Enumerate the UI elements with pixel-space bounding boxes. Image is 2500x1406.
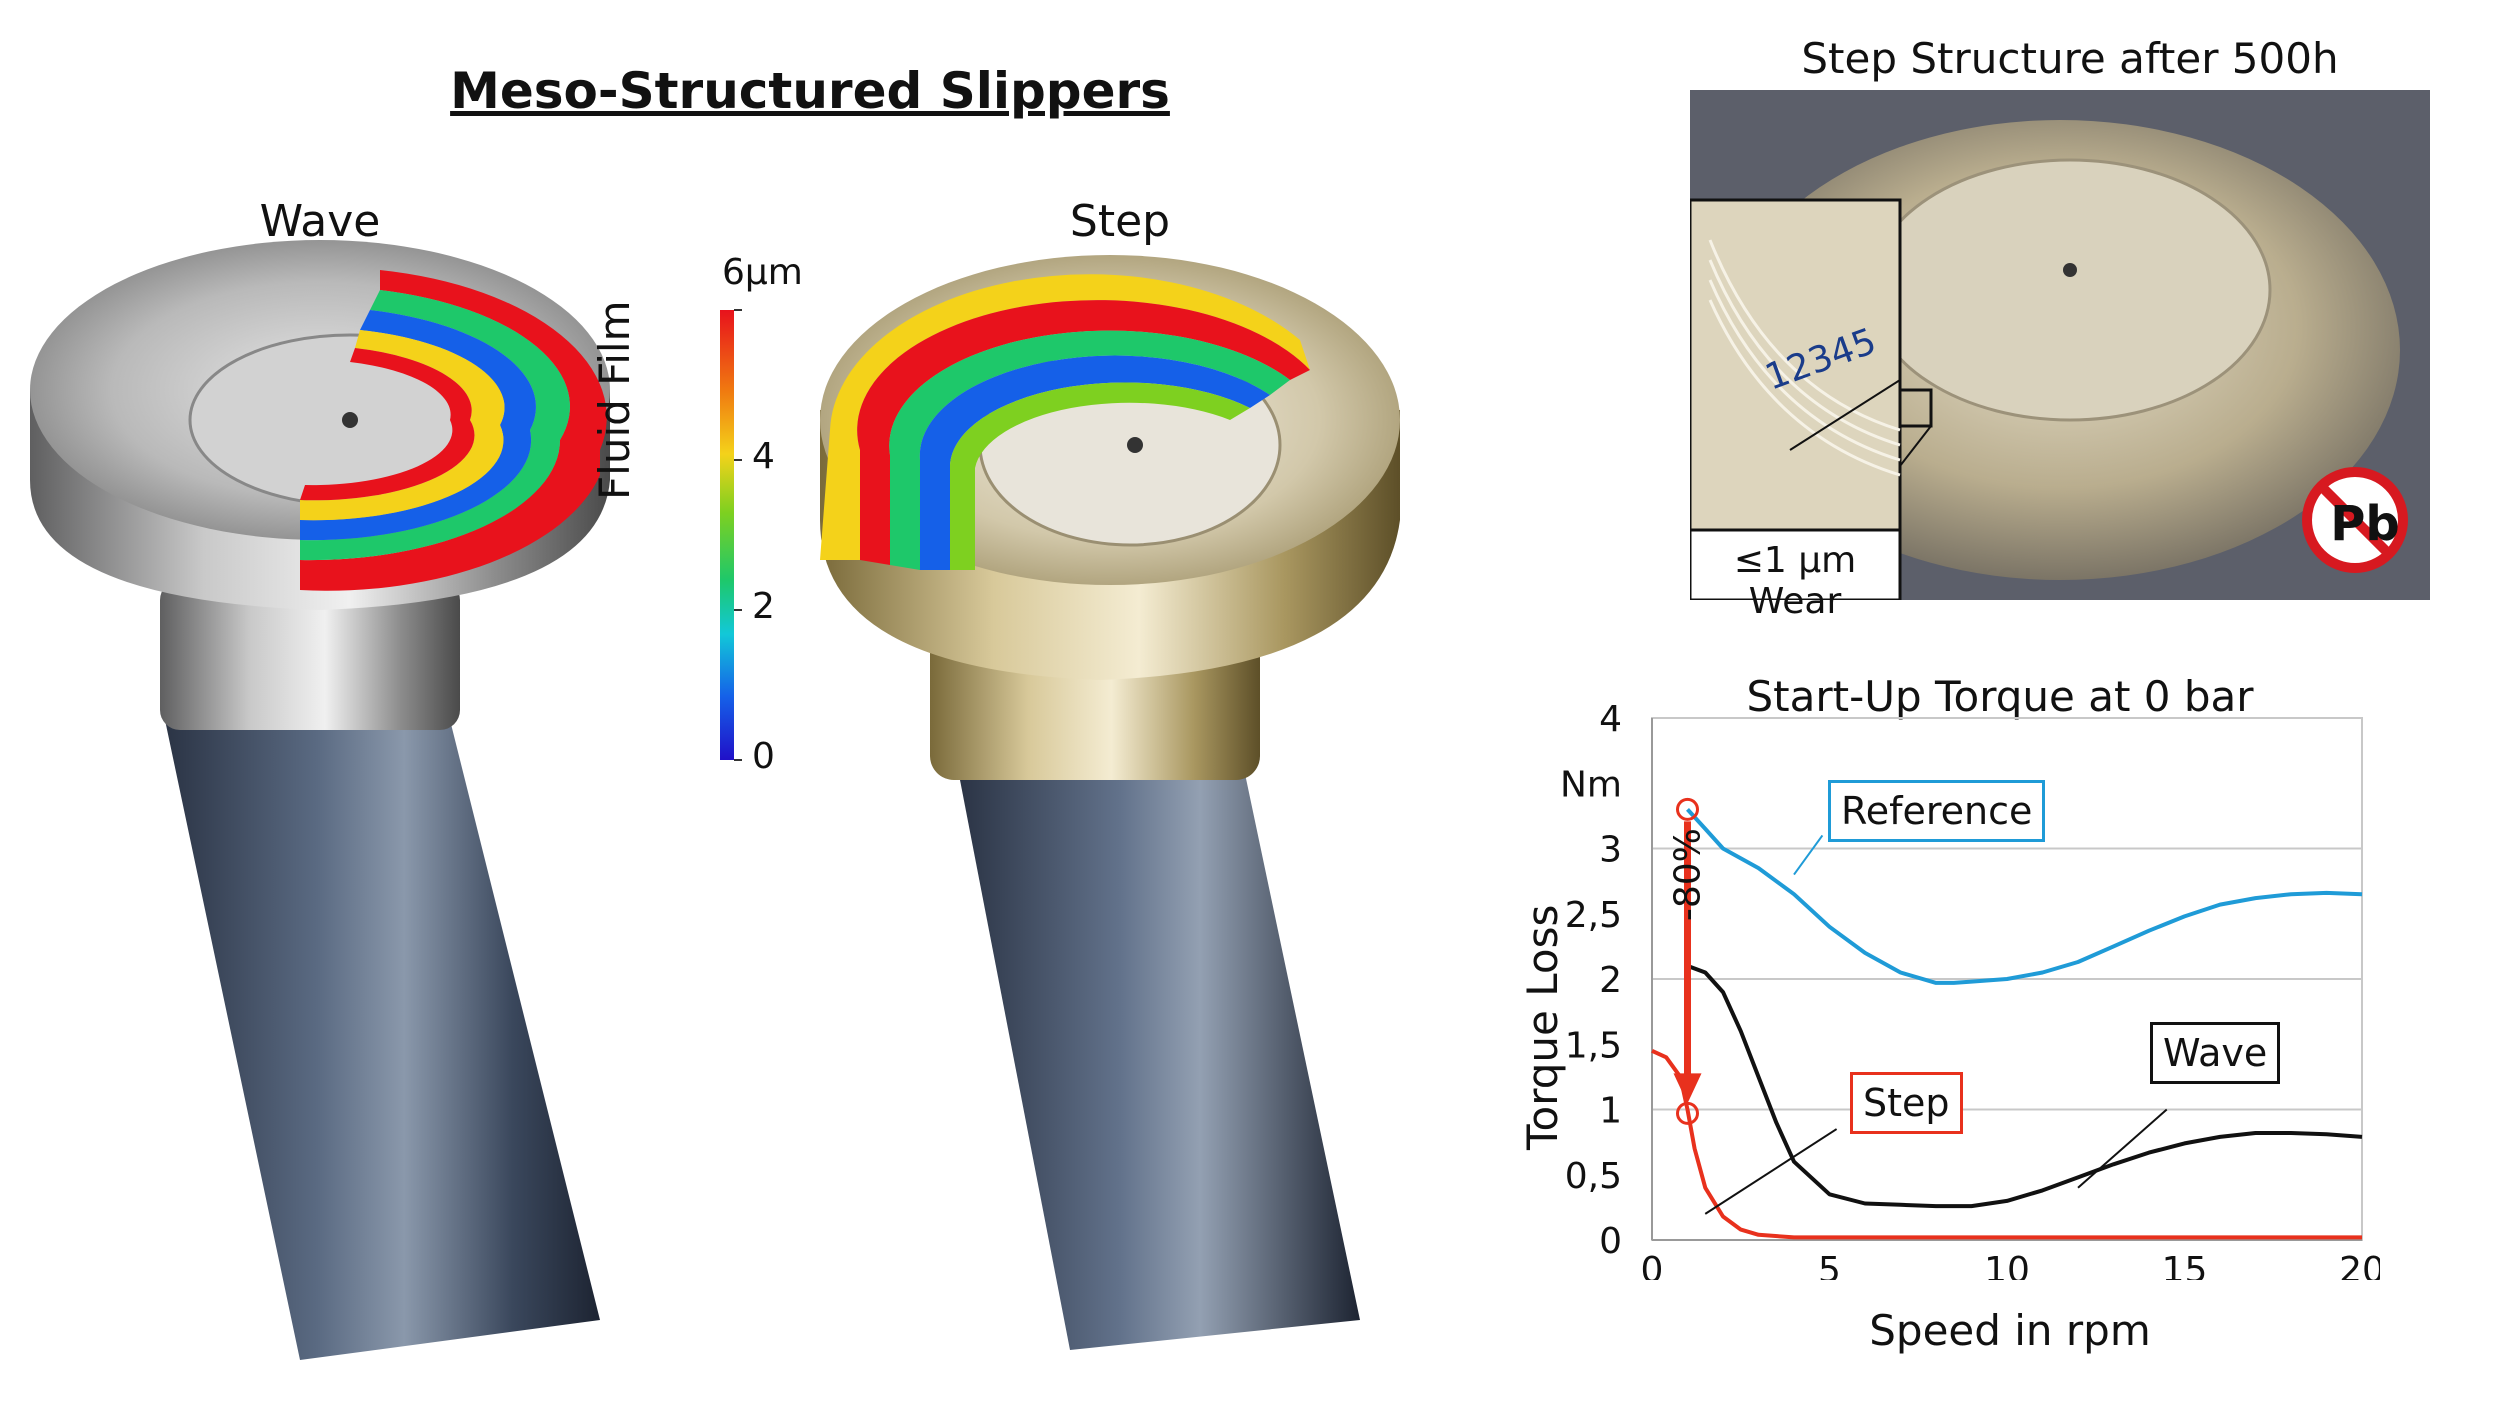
colorbar-gradient: [720, 310, 734, 760]
annotation-arrow-head: [1673, 1073, 1702, 1104]
colorbar-tick-4: 4: [752, 436, 775, 477]
fluid-film-colorbar: [720, 309, 742, 761]
colorbar-top-tick: 6µm: [722, 252, 803, 293]
y-tick-label: 0,5: [1565, 1156, 1622, 1197]
wave-leader: [2077, 1108, 2168, 1189]
x-tick-label: 10: [1984, 1250, 2030, 1280]
step-panel-label: Step: [1069, 196, 1171, 247]
annotation-end-marker: [1676, 1101, 1699, 1125]
legend-wave: Wave: [2150, 1022, 2281, 1084]
y-tick-label: 3: [1599, 830, 1622, 871]
reference-leader: [1793, 834, 1824, 876]
annotation-label: -80%: [1668, 828, 1709, 921]
lead-free-badge-text: Pb: [2330, 496, 2400, 552]
y-unit-label: Nm: [1560, 764, 1622, 805]
wear-photo: [1690, 90, 2430, 600]
wave-panel-label: Wave: [259, 196, 381, 247]
step-leader: [1704, 1128, 1838, 1215]
y-tick-label: 4: [1599, 700, 1622, 740]
y-tick-label: 1,5: [1565, 1025, 1622, 1066]
colorbar-tick-0: 0: [752, 736, 775, 777]
legend-step: Step: [1850, 1072, 1963, 1134]
colorbar-tick-2: 2: [752, 586, 775, 627]
colorbar-label: Fluid Film: [590, 300, 639, 500]
x-tick-label: 5: [1818, 1250, 1841, 1280]
torque-chart: 0 0,5 1 1,5 2 2,5 3 4Nm 0 5 10 15 20 -80%: [1560, 700, 2380, 1280]
page-title: Meso-Structured Slippers: [450, 62, 1170, 120]
x-axis-label: Speed in rpm: [1869, 1306, 2151, 1355]
chart-title: Start-Up Torque at 0 bar: [1746, 672, 2254, 721]
series-line-reference: [1686, 808, 2363, 985]
step-slipper-illustration: [820, 255, 1400, 1350]
x-tick-label: 20: [2339, 1250, 2380, 1280]
inset-caption: ≤1 µm Wear: [1733, 540, 1857, 622]
annotation-start-marker: [1676, 797, 1699, 821]
wave-slipper-illustration: [30, 240, 610, 1360]
y-tick-label: 2: [1599, 960, 1622, 1001]
y-tick-label: 1: [1599, 1091, 1622, 1132]
photo-title: Step Structure after 500h: [1801, 34, 2339, 83]
y-tick-label: 2,5: [1565, 895, 1622, 936]
series-line-wave: [1686, 964, 2363, 1209]
y-tick-label: 0: [1599, 1221, 1622, 1262]
legend-reference: Reference: [1828, 780, 2046, 842]
x-tick-label: 15: [2162, 1250, 2208, 1280]
x-tick-label: 0: [1641, 1250, 1664, 1280]
